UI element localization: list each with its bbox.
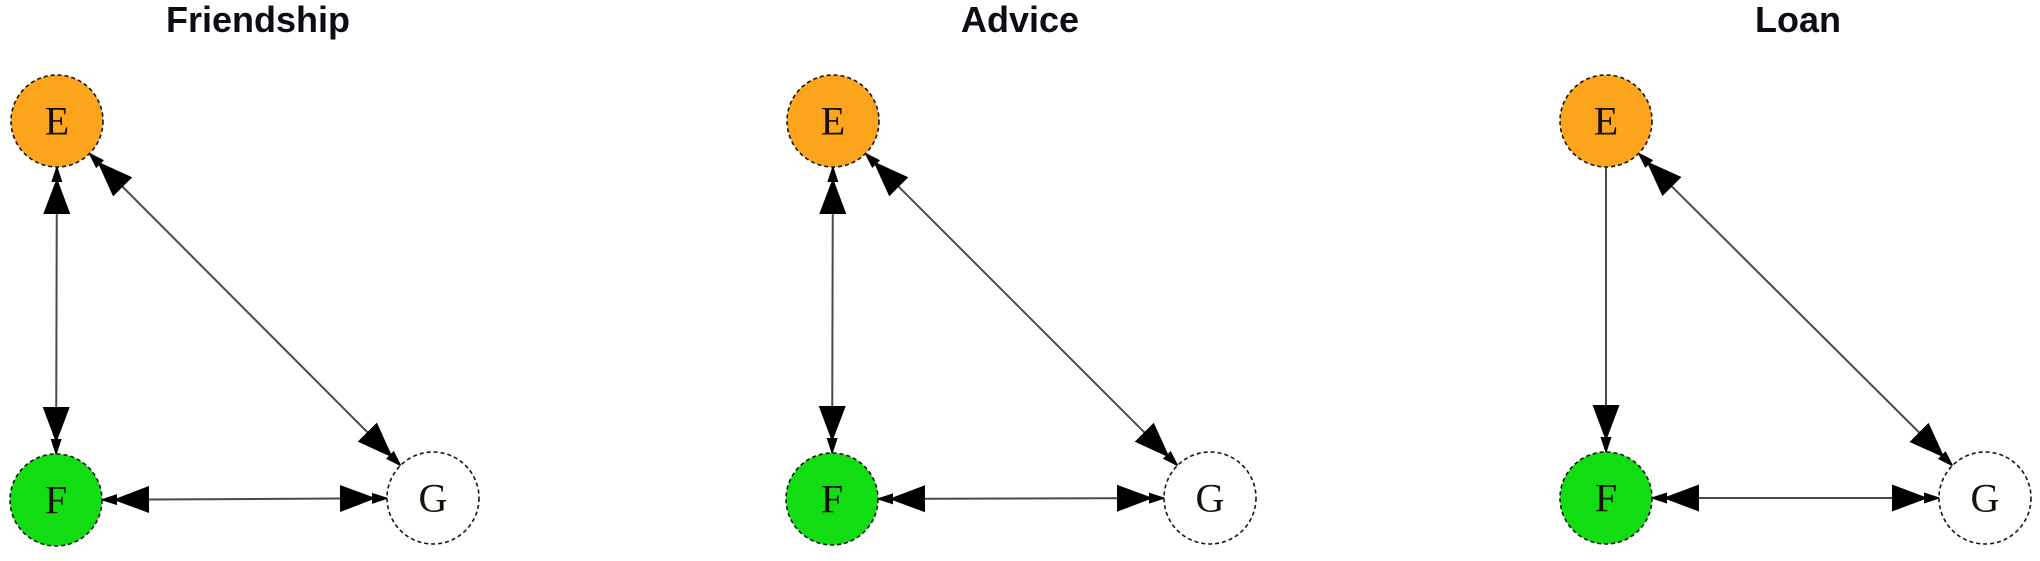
edge-F-G-friendship	[101, 497, 388, 501]
panel-title-friendship: Friendship	[165, 0, 351, 40]
arrowhead-into-F-friendship-spike	[50, 438, 62, 457]
arrowhead-into-G-friendship	[357, 422, 393, 458]
arrowhead-into-E-advice	[819, 177, 847, 215]
node-G-friendship	[386, 451, 480, 545]
panel-title-loan: Loan	[1755, 0, 1841, 40]
node-label-E-friendship: E	[45, 99, 69, 144]
node-label-F-friendship: F	[45, 478, 67, 523]
arrowhead-into-F-loan-spike	[1650, 492, 1667, 504]
arrowhead-into-F-advice	[888, 485, 926, 513]
node-F-loan	[1559, 451, 1653, 545]
arrowhead-into-E-advice	[873, 161, 909, 197]
panel-title-advice: Advice	[960, 0, 1080, 40]
node-E-loan	[1559, 74, 1653, 168]
arrowhead-into-F-friendship	[42, 406, 70, 444]
node-E-advice	[786, 74, 880, 168]
node-G-advice	[1163, 451, 1257, 545]
arrowhead-into-G-advice	[1134, 422, 1170, 458]
arrowhead-into-F-loan	[1592, 405, 1620, 441]
arrowhead-into-G-loan	[1909, 422, 1945, 458]
arrowhead-into-F-loan-spike	[1600, 437, 1612, 454]
node-E-friendship	[10, 74, 104, 168]
node-label-E-advice: E	[821, 99, 845, 144]
node-F-friendship	[9, 453, 103, 547]
edge-E-F-advice	[831, 166, 834, 454]
arrowhead-into-F-loan	[1663, 484, 1699, 512]
node-label-F-advice: F	[821, 477, 843, 522]
arrowhead-into-E-friendship	[97, 161, 133, 197]
node-label-E-loan: E	[1594, 99, 1618, 144]
node-label-G-advice: G	[1196, 476, 1225, 521]
arrowhead-into-E-advice-spike	[827, 164, 839, 183]
arrowhead-into-F-advice	[818, 405, 846, 443]
node-F-advice	[785, 452, 879, 546]
node-G-loan	[1938, 451, 2032, 545]
arrowhead-into-E-friendship-spike	[51, 164, 63, 183]
arrowhead-into-G-advice-spike	[1148, 492, 1167, 504]
edge-F-G-advice	[877, 497, 1165, 500]
arrowhead-into-E-loan	[1646, 161, 1682, 197]
arrowhead-into-F-advice-spike	[875, 493, 894, 505]
node-label-F-loan: F	[1595, 476, 1617, 521]
edge-E-G-loan	[1637, 152, 1954, 467]
arrowhead-into-G-advice	[1116, 484, 1154, 512]
arrowhead-into-G-friendship	[339, 484, 377, 512]
node-label-G-friendship: G	[419, 476, 448, 521]
arrowhead-into-G-friendship-spike	[371, 492, 390, 504]
arrowhead-into-E-friendship	[43, 177, 71, 215]
arrowhead-into-F-advice-spike	[826, 437, 838, 456]
edge-E-F-friendship	[55, 166, 58, 455]
arrowhead-into-F-friendship	[112, 486, 150, 514]
arrowhead-into-G-loan-spike	[1924, 492, 1941, 504]
arrowhead-into-F-friendship-spike	[99, 494, 118, 506]
node-label-G-loan: G	[1971, 476, 2000, 521]
edge-E-G-friendship	[88, 152, 402, 467]
arrowhead-into-G-loan	[1892, 484, 1928, 512]
edge-E-G-advice	[864, 152, 1179, 467]
